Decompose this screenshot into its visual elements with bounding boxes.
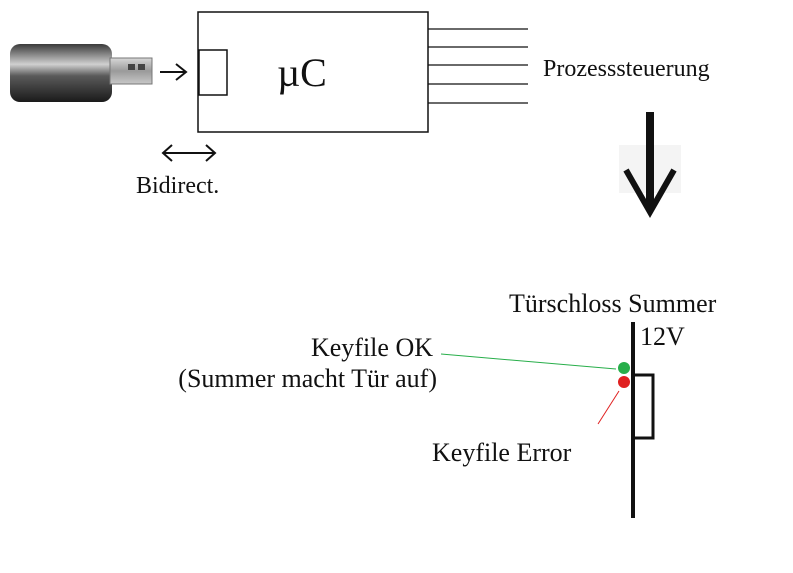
usb-stick-icon bbox=[10, 44, 153, 102]
usb-port-slot bbox=[198, 49, 228, 96]
microcontroller-label: µC bbox=[277, 50, 327, 95]
bidirect-label: Bidirect. bbox=[136, 173, 219, 199]
status-led-error bbox=[618, 376, 630, 388]
status-error-label: Keyfile Error bbox=[432, 438, 572, 467]
status-led-ok bbox=[618, 362, 630, 374]
lock-title: Türschloss Summer bbox=[509, 289, 717, 318]
door-lock-symbol bbox=[631, 322, 655, 518]
arrow-bidirectional-icon bbox=[161, 144, 217, 162]
microcontroller-box bbox=[197, 11, 429, 133]
arrow-right-icon bbox=[160, 63, 188, 81]
error-leader-line bbox=[597, 390, 620, 425]
ok-leader-line bbox=[440, 353, 617, 370]
status-ok-line2: (Summer macht Tür auf) bbox=[178, 364, 437, 393]
process-label: Prozesssteuerung bbox=[543, 56, 710, 82]
lock-voltage: 12V bbox=[640, 322, 685, 351]
status-ok-line1: Keyfile OK bbox=[311, 333, 433, 362]
output-lines bbox=[428, 28, 528, 104]
arrow-down-icon bbox=[619, 112, 681, 219]
